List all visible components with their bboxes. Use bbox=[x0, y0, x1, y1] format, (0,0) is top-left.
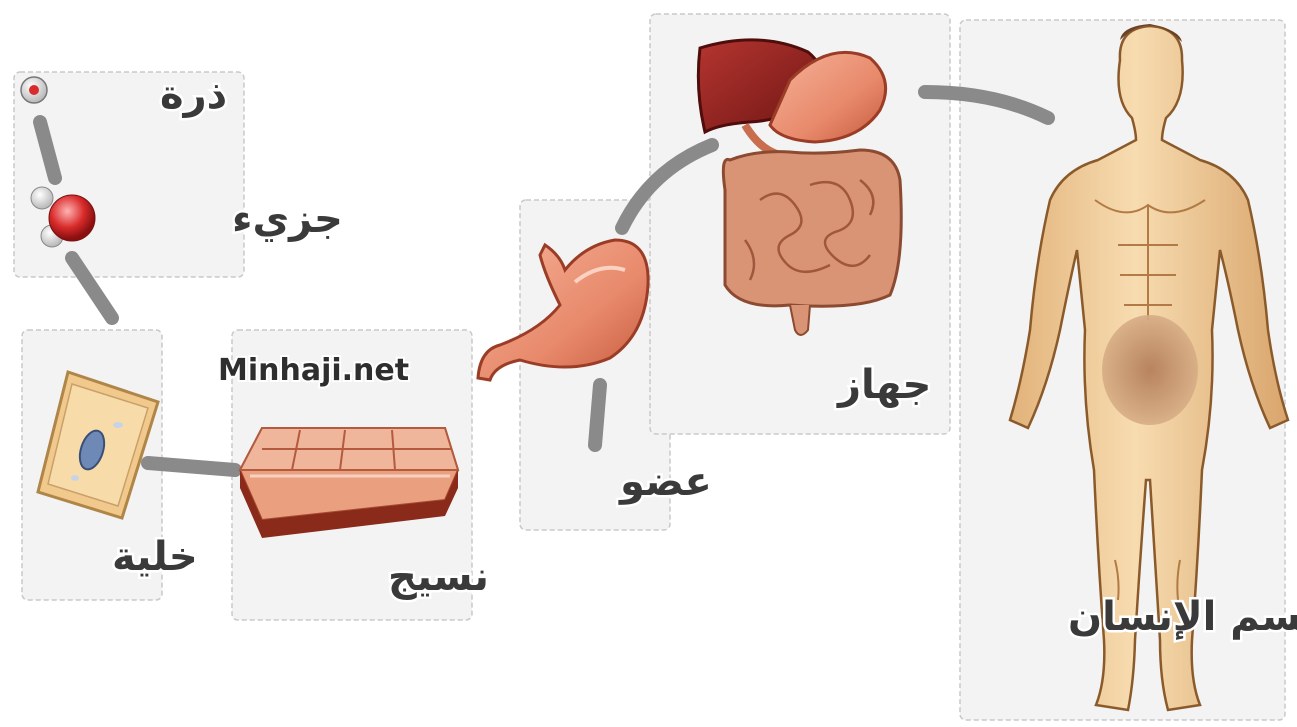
system-label: جهاز bbox=[836, 362, 931, 408]
atom-illustration bbox=[21, 77, 47, 103]
arrow-organ-label-to-organ bbox=[595, 385, 600, 445]
human-body-label: جسم الإنسان bbox=[1068, 594, 1297, 640]
cell-label: خلية bbox=[112, 534, 198, 580]
molecule-label: جزيء bbox=[232, 196, 343, 242]
tissue-label: نسيج bbox=[388, 554, 489, 600]
atom-label: ذرة bbox=[160, 72, 227, 118]
organ-label: عضو bbox=[618, 459, 712, 505]
site-watermark: Minhaji.net bbox=[218, 353, 409, 388]
arrow-cell-to-tissue bbox=[148, 463, 235, 470]
system-illustration bbox=[698, 40, 901, 335]
